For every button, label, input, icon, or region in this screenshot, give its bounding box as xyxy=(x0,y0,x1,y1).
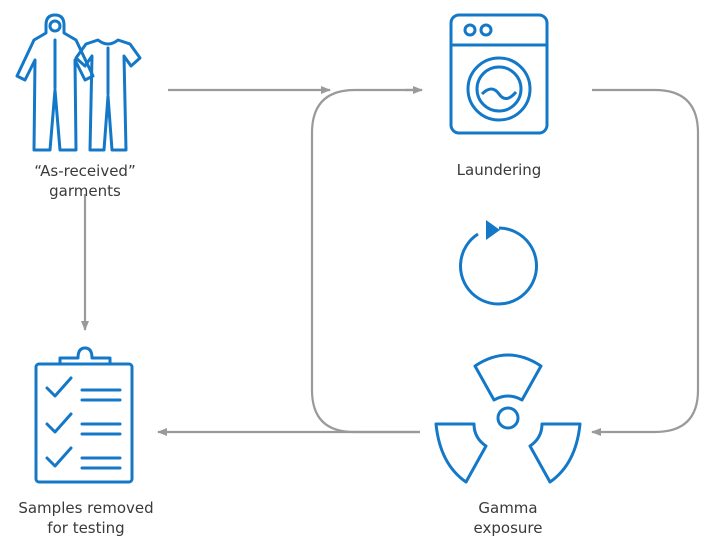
samples-label-line1: Samples removed xyxy=(18,499,154,517)
gamma-label-line2: exposure xyxy=(473,519,543,537)
loop-left-path xyxy=(310,88,420,434)
clipboard-checklist-icon xyxy=(34,346,134,484)
gamma-label-line1: Gamma xyxy=(478,499,538,517)
garments-label: “As-received” garments xyxy=(5,161,165,201)
loop-right-path xyxy=(591,88,700,436)
samples-label-line2: for testing xyxy=(47,519,125,537)
garments-label-line2: garments xyxy=(49,182,121,200)
cycle-arrow-icon xyxy=(459,220,538,306)
laundering-label: Laundering xyxy=(429,160,569,180)
washing-machine-icon xyxy=(449,13,549,135)
radiation-icon xyxy=(434,353,582,484)
samples-label: Samples removed for testing xyxy=(0,498,172,538)
garments-label-line1: “As-received” xyxy=(34,162,136,180)
gamma-label: Gamma exposure xyxy=(438,498,578,538)
coveralls-icon xyxy=(15,13,142,152)
laundering-label-line1: Laundering xyxy=(456,161,542,179)
connectors xyxy=(81,86,700,436)
